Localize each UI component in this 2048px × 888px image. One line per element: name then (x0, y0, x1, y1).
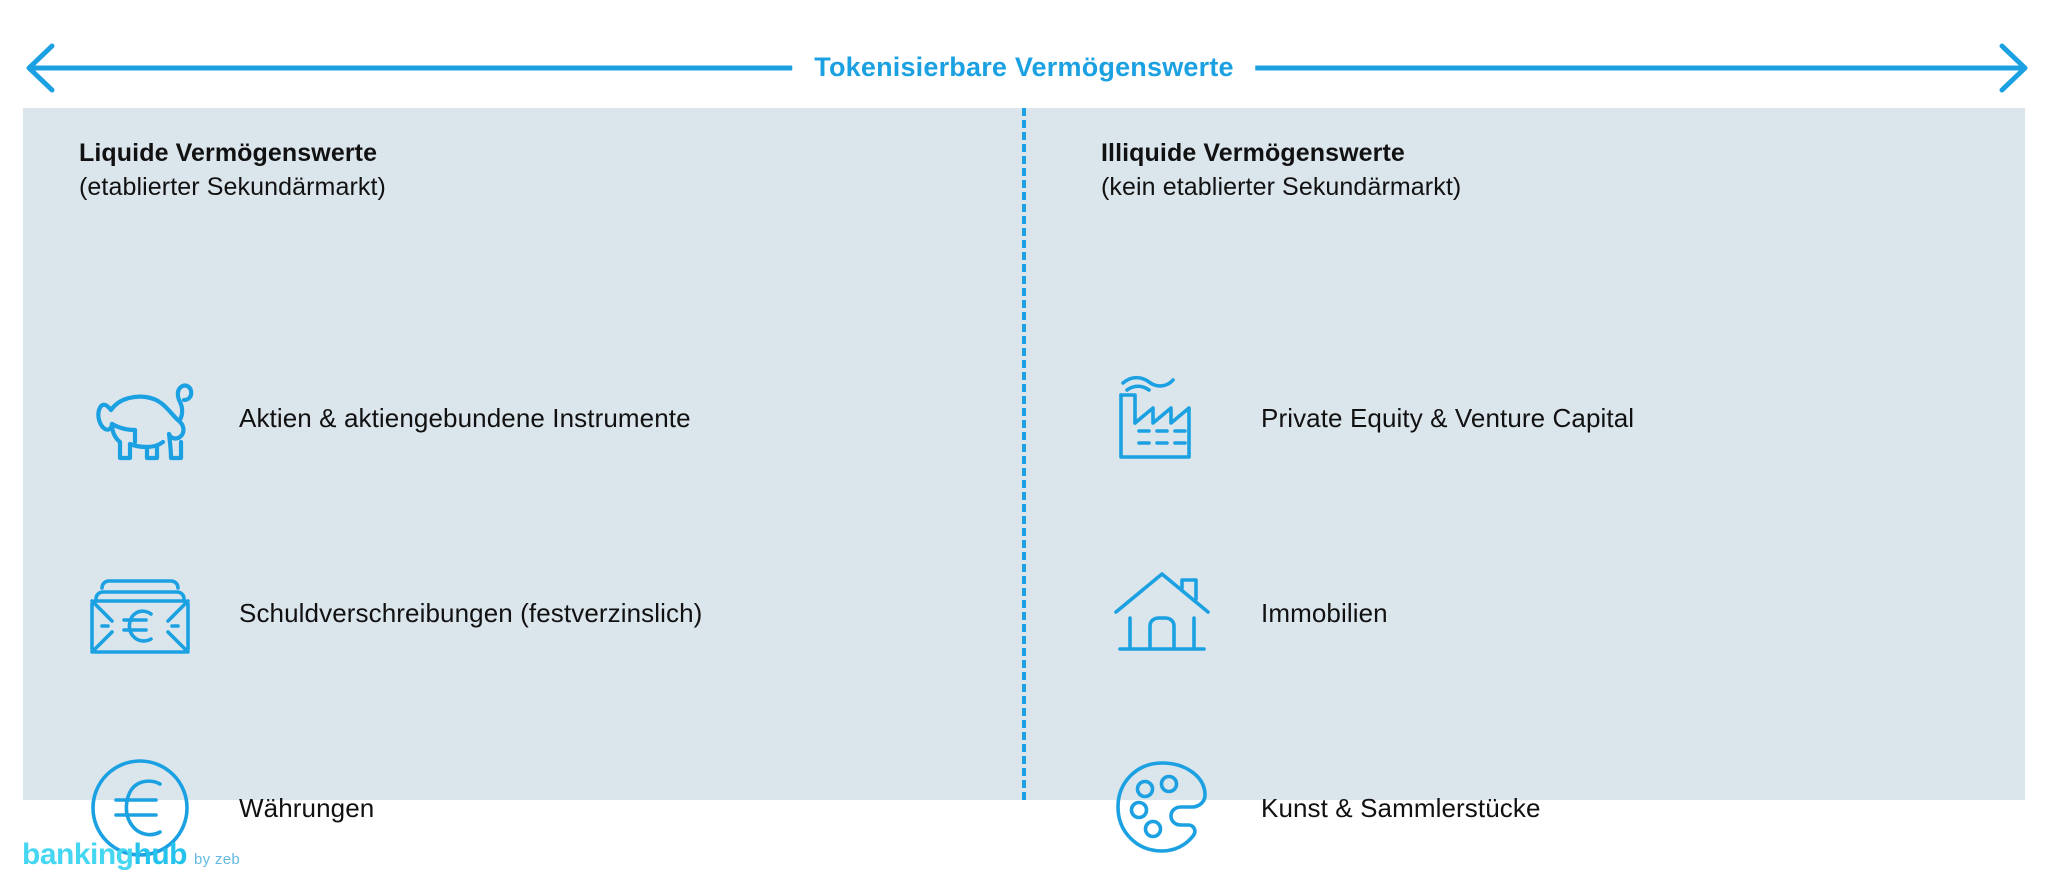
list-item: Private Equity & Venture Capital (1101, 358, 2001, 478)
column-divider (1022, 108, 1026, 800)
column-liquid-header: Liquide Vermögenswerte (etablierter Seku… (79, 136, 386, 204)
column-illiquid-heading: Illiquide Vermögenswerte (1101, 139, 1405, 167)
list-item: Währungen (79, 748, 979, 868)
bull-icon (79, 368, 201, 468)
banknotes-euro-icon (79, 563, 201, 663)
list-item-label: Immobilien (1261, 597, 1388, 628)
list-item: Kunst & Sammlerstücke (1101, 748, 2001, 868)
euro-coin-icon (79, 758, 201, 858)
bankinghub-logo[interactable]: banking hub by zeb (22, 838, 240, 872)
list-item-label: Kunst & Sammlerstücke (1261, 792, 1541, 823)
column-illiquid-subheading: (kein etablierter Sekundärmarkt) (1101, 173, 1462, 201)
column-illiquid-assets: Illiquide Vermögenswerte (kein etabliert… (1045, 108, 2021, 853)
arrow-right-head (1999, 43, 2028, 93)
logo-text-banking: banking (22, 838, 134, 871)
logo-text-hub: hub (133, 838, 188, 871)
list-item: Immobilien (1101, 553, 2001, 673)
assets-panel: Liquide Vermögenswerte (etablierter Seku… (23, 108, 2025, 857)
arrow-left-head (26, 43, 55, 93)
page-title: Tokenisierbare Vermögenswerte (792, 50, 1256, 84)
list-item: Aktien & aktiengebundene Instrumente (79, 358, 979, 478)
title-band: Tokenisierbare Vermögenswerte (0, 0, 2048, 108)
house-icon (1101, 563, 1223, 663)
column-liquid-heading: Liquide Vermögenswerte (79, 139, 378, 167)
column-liquid-assets: Liquide Vermögenswerte (etablierter Seku… (23, 108, 999, 857)
column-liquid-subheading: (etablierter Sekundärmarkt) (79, 173, 386, 201)
list-item: Schuldverschreibungen (festverzinslich) (79, 553, 979, 673)
list-item-label: Währungen (239, 792, 375, 823)
factory-icon (1101, 368, 1223, 468)
column-illiquid-header: Illiquide Vermögenswerte (kein etabliert… (1101, 136, 1461, 204)
list-item-label: Private Equity & Venture Capital (1261, 402, 1635, 433)
list-item-label: Schuldverschreibungen (festverzinslich) (239, 597, 703, 628)
list-item-label: Aktien & aktiengebundene Instrumente (239, 402, 691, 433)
palette-icon (1101, 758, 1223, 858)
logo-text-byzeb: by zeb (194, 851, 240, 868)
